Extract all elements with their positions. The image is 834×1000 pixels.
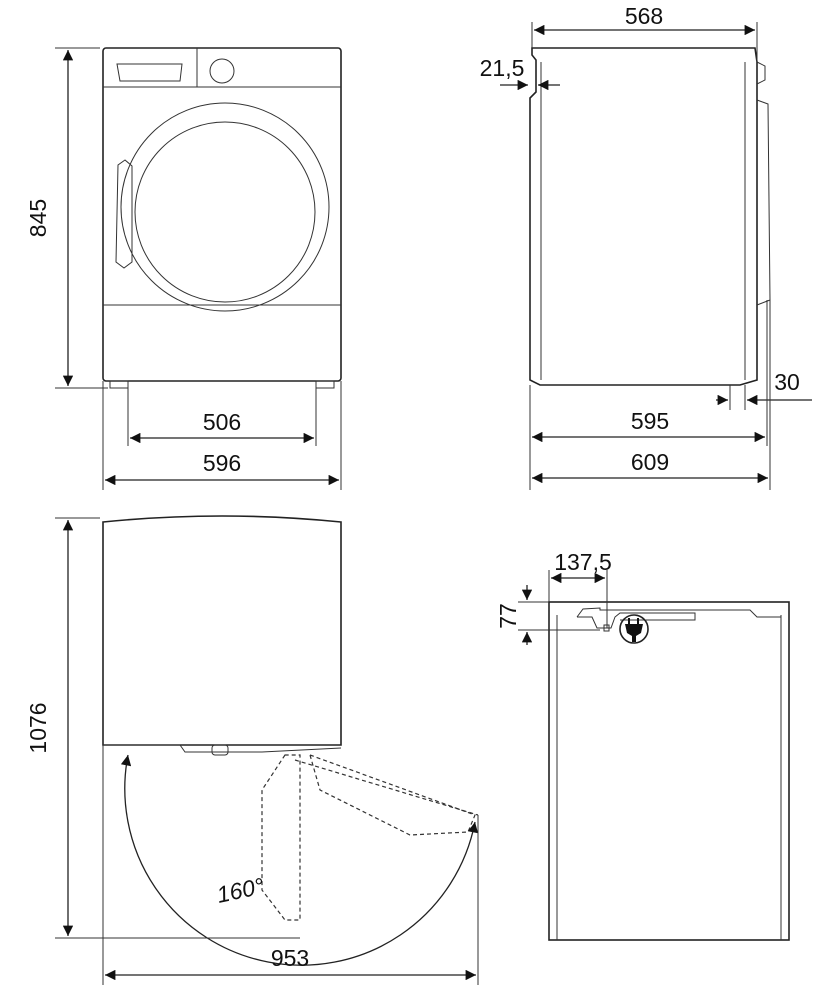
side-view: 568 21,5 30 595 609 — [480, 3, 812, 490]
door-angle-label: 160° — [214, 873, 266, 908]
detergent-drawer — [116, 63, 183, 82]
depth-label: 595 — [631, 408, 669, 434]
top-depth-label: 568 — [625, 3, 663, 29]
top-view: 160° 1076 953 — [25, 515, 479, 985]
total-depth-label: 609 — [631, 449, 669, 475]
rear-view: 137,5 77 — [495, 549, 790, 941]
plug-horizontal-label: 137,5 — [554, 549, 612, 575]
width-door-open-label: 953 — [271, 945, 309, 971]
front-offset-label: 21,5 — [480, 55, 525, 81]
plug-vertical-label: 77 — [495, 603, 521, 629]
rear-offset-label: 30 — [774, 369, 800, 395]
width-label: 596 — [203, 450, 241, 476]
door-outer — [120, 102, 330, 312]
program-knob — [209, 58, 235, 84]
height-label: 845 — [25, 199, 51, 237]
door-handle — [115, 159, 133, 269]
power-plug-icon — [619, 614, 649, 644]
front-view: 845 506 596 — [25, 47, 342, 490]
depth-door-open-label: 1076 — [25, 702, 51, 753]
feet-width-label: 506 — [203, 409, 241, 435]
